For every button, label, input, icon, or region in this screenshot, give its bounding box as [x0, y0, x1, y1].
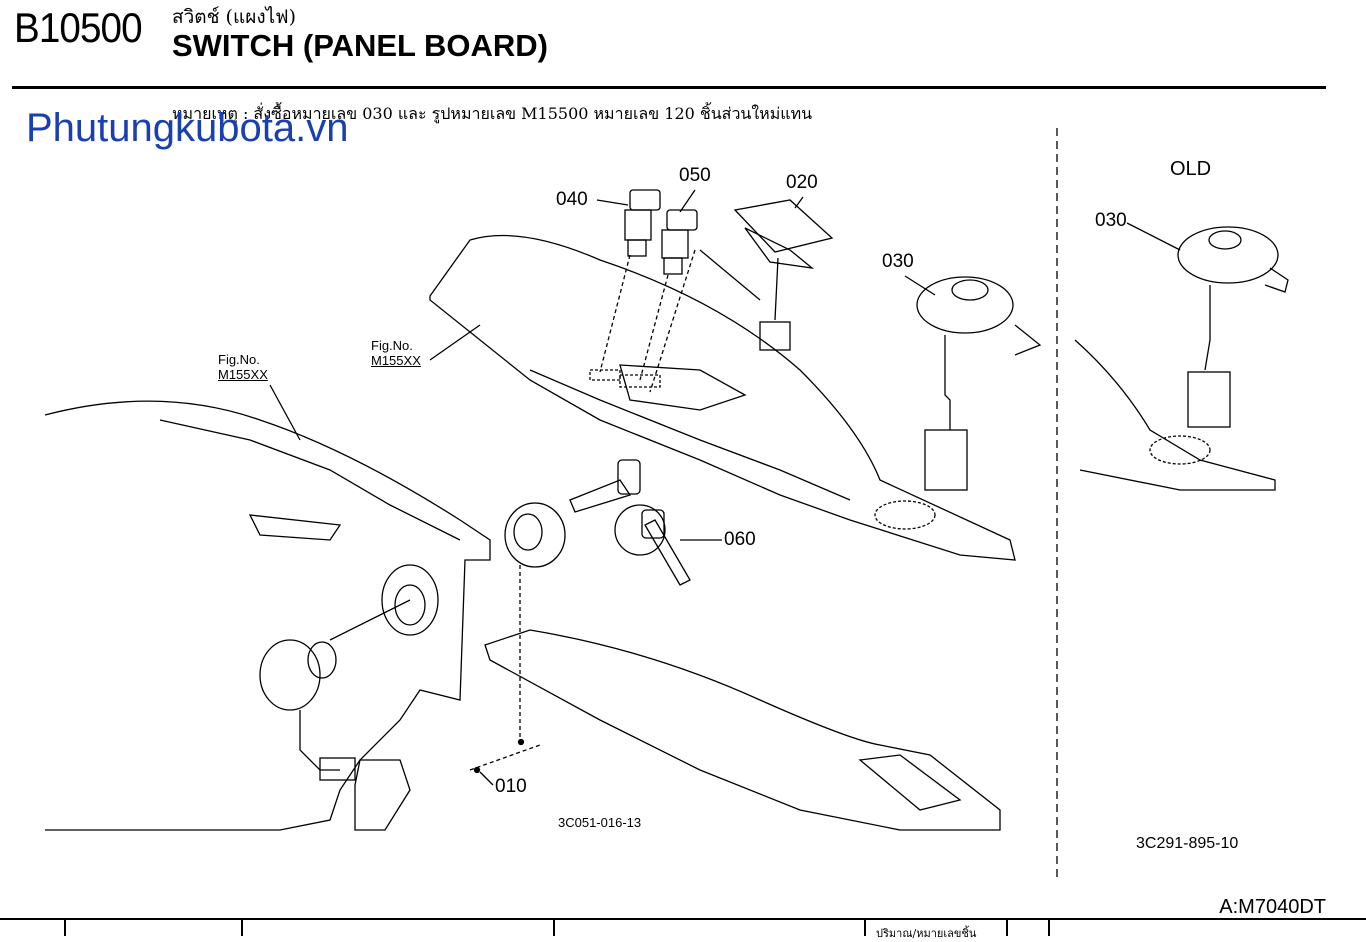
table-column-divider: [864, 918, 866, 936]
part-label-060: 060: [724, 529, 756, 550]
fig-ref-right-line2: M155XX: [371, 353, 421, 368]
part-label-030: 030: [882, 251, 914, 272]
part-label-040: 040: [556, 189, 588, 210]
table-column-divider: [1048, 918, 1050, 936]
fig-ref-left-line1: Fig.No.: [218, 352, 260, 367]
old-part-label-030: 030: [1095, 210, 1127, 231]
sheet-id: A:M7040DT: [1219, 896, 1326, 918]
model-code: B10500: [14, 4, 143, 51]
fig-ref-left-line2: M155XX: [218, 367, 268, 382]
figure-code-left: 3C051-016-13: [558, 815, 642, 830]
title-english: SWITCH (PANEL BOARD): [172, 28, 548, 63]
table-column-divider: [553, 918, 555, 936]
table-column-divider: [241, 918, 243, 936]
watermark-text: Phutungkubota.vn: [26, 106, 349, 150]
note-text: หมายเหตุ : สั่งซื้อหมายเลข 030 และ รูปหม…: [172, 104, 813, 123]
header-rule: [12, 86, 1326, 89]
old-label: OLD: [1170, 158, 1212, 180]
table-header-partial: ปริมาณ/หมายเลขชิ้น: [876, 927, 977, 940]
figure-code-right: 3C291-895-10: [1136, 835, 1239, 852]
fig-ref-right-line1: Fig.No.: [371, 338, 413, 353]
parts-table-top-rule: [0, 918, 1366, 920]
part-label-020: 020: [786, 172, 818, 193]
title-thai: สวิตช์ (แผงไฟ): [172, 6, 297, 28]
fig-ref-left: Fig.No. M155XX: [218, 352, 268, 382]
fig-ref-right: Fig.No. M155XX: [371, 338, 421, 368]
table-column-divider: [1006, 918, 1008, 936]
table-column-divider: [64, 918, 66, 936]
part-label-050: 050: [679, 165, 711, 186]
part-label-010: 010: [495, 776, 527, 797]
